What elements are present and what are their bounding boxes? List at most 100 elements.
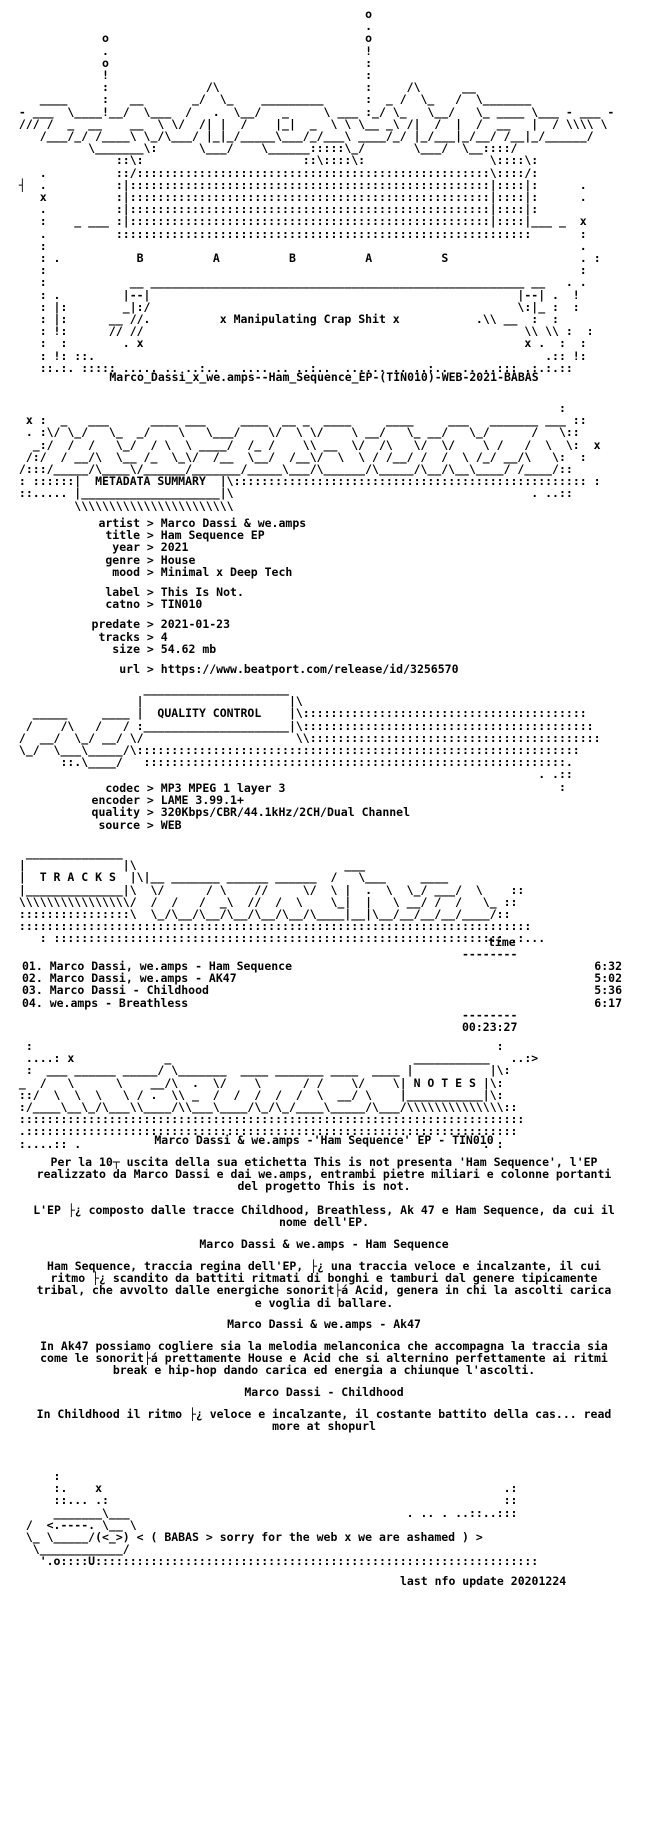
track-row: 03. Marco Dassi - Childhood 5:36 <box>22 984 622 996</box>
quality-header-art: _____________________ | |\ _____ ____ | … <box>18 682 601 794</box>
kv-row: source > WEB <box>0 817 648 832</box>
tracks-header-art: ______________ | |\ ___ | T R A C K S |\… <box>18 846 546 946</box>
kv-value: LAME 3.99.1+ <box>160 793 244 808</box>
kv-value: MP3 MPEG 1 layer 3 <box>160 781 286 795</box>
notes-paragraph-4: In Ak47 possiamo cogliere sia la melodia… <box>40 1339 608 1378</box>
kv-row: encoder > LAME 3.99.1+ <box>0 794 648 806</box>
kv-separator: > <box>140 584 161 599</box>
kv-row: quality > 320Kbps/CBR/44.1kHz/2CH/Dual C… <box>0 806 648 818</box>
kv-row: label > This Is Not. <box>0 586 648 598</box>
kv-separator: > <box>140 564 161 579</box>
kv-key: size <box>112 641 140 656</box>
kv-key: quality <box>91 805 140 820</box>
track-row: 02. Marco Dassi, we.amps - AK47 5:02 <box>22 972 622 984</box>
header-ascii-logo: o . o o . ! o <box>18 7 615 375</box>
site-letter-2: A <box>212 251 220 266</box>
kv-key: predate <box>91 617 140 632</box>
kv-row: codec > MP3 MPEG 1 layer 3 <box>0 782 648 794</box>
notes-subheading-ak47: Marco Dassi & we.amps - Ak47 <box>227 1317 421 1331</box>
kv-row: title > Ham Sequence EP <box>0 529 648 541</box>
kv-value: TIN010 <box>160 597 203 612</box>
kv-separator: > <box>140 661 161 676</box>
kv-key: encoder <box>91 793 140 808</box>
notes-subheading-ham: Marco Dassi & we.amps - Ham Sequence <box>199 1237 449 1251</box>
kv-row: artist > Marco Dassi & we.amps <box>0 517 648 529</box>
notes-section-title: N O T E S <box>413 1075 476 1090</box>
track-time: 5:36 <box>594 983 622 998</box>
kv-spacer <box>0 578 648 586</box>
last-update: last nfo update 20201224 <box>400 1574 567 1588</box>
notes-heading: Marco Dassi & we.amps -'Ham Sequence' EP… <box>154 1133 494 1147</box>
kv-row: predate > 2021-01-23 <box>0 618 648 630</box>
tracks-section-title: T R A C K S <box>39 870 116 885</box>
site-letter-4: A <box>365 251 373 266</box>
kv-key: year <box>112 540 140 555</box>
notes-paragraph-3: Ham Sequence, traccia regina dell'EP, ├¿… <box>36 1259 612 1310</box>
kv-key: title <box>105 528 140 543</box>
kv-row: tracks > 4 <box>0 629 648 644</box>
kv-value: Ham Sequence EP <box>160 528 265 543</box>
metadata-header-art: : x : _ ___ ____ ___ ____ __ _ ____ ____… <box>18 401 601 513</box>
time-header-rule: -------- <box>462 947 518 961</box>
track-time: 5:02 <box>594 971 622 986</box>
total-time: 00:23:27 <box>462 1020 518 1034</box>
kv-separator: > <box>140 540 161 555</box>
kv-row: catno > TIN010 <box>0 598 648 610</box>
track-name: 04. we.amps - Breathless <box>22 995 189 1010</box>
track-name: 02. Marco Dassi, we.amps - AK47 <box>22 971 237 986</box>
quality-section-title: QUALITY CONTROL <box>157 706 262 721</box>
kv-separator: > <box>140 817 161 832</box>
kv-separator: > <box>140 617 161 632</box>
kv-row: genre > House <box>0 552 648 567</box>
kv-separator: > <box>140 597 161 612</box>
track-time: 6:32 <box>594 959 622 973</box>
site-letter-5: S <box>441 251 449 266</box>
track-name: 03. Marco Dassi - Childhood <box>22 983 209 998</box>
kv-row: url > https://www.beatport.com/release/i… <box>0 663 648 675</box>
metadata-section-title: METADATA SUMMARY <box>95 474 206 489</box>
kv-key: tracks <box>98 629 140 644</box>
kv-value: House <box>160 552 196 567</box>
kv-row: year > 2021 <box>0 541 648 553</box>
kv-value: https://www.beatport.com/release/id/3256… <box>160 661 459 676</box>
kv-key: codec <box>105 781 140 795</box>
kv-separator: > <box>140 641 161 656</box>
kv-separator: > <box>140 516 161 530</box>
kv-value: Minimal x Deep Tech <box>160 564 293 579</box>
kv-key: catno <box>105 597 140 612</box>
kv-separator: > <box>140 552 161 567</box>
track-list: 01. Marco Dassi, we.amps - Ham Sequence 6… <box>22 960 622 1009</box>
kv-key: artist <box>98 516 140 530</box>
kv-row: size > 54.62 mb <box>0 641 648 656</box>
notes-paragraph-1: Per la 10┬ uscita della sua etichetta Th… <box>36 1155 612 1194</box>
kv-value: 2021-01-23 <box>160 617 231 632</box>
kv-value: 4 <box>160 629 168 644</box>
site-letter-3: B <box>289 251 296 266</box>
kv-key: source <box>98 817 140 832</box>
time-column-header: time <box>488 935 516 949</box>
release-name: Marco_Dassi_x_we.amps--Ham_Sequence_EP-(… <box>109 370 539 384</box>
kv-separator: > <box>140 805 161 820</box>
kv-separator: > <box>140 528 161 543</box>
total-rule: -------- <box>462 1008 518 1022</box>
track-row: 01. Marco Dassi, we.amps - Ham Sequence 6… <box>22 960 622 972</box>
notes-paragraph-2: L'EP ├¿ composto dalle tracce Childhood,… <box>33 1203 615 1230</box>
kv-row: mood > Minimal x Deep Tech <box>0 566 648 578</box>
kv-value: WEB <box>160 817 182 832</box>
kv-key: mood <box>112 564 140 579</box>
kv-separator: > <box>140 781 161 795</box>
kv-value: 54.62 mb <box>160 641 217 656</box>
header-tagline: x Manipulating Crap Shit x <box>219 312 400 327</box>
notes-subheading-childhood: Marco Dassi - Childhood <box>244 1385 404 1399</box>
footer-art: : :. x .: ::... .: :: _______\___ <box>25 1469 539 1569</box>
kv-value: Marco Dassi & we.amps <box>160 516 307 530</box>
kv-separator: > <box>140 629 161 644</box>
notes-header-art: : : ....: x _ ___________ ..:> : ___ ___… <box>18 1039 539 1151</box>
kv-key: genre <box>105 552 140 567</box>
kv-value: This Is Not. <box>160 584 244 599</box>
track-name: 01. Marco Dassi, we.amps - Ham Sequence <box>22 959 293 973</box>
